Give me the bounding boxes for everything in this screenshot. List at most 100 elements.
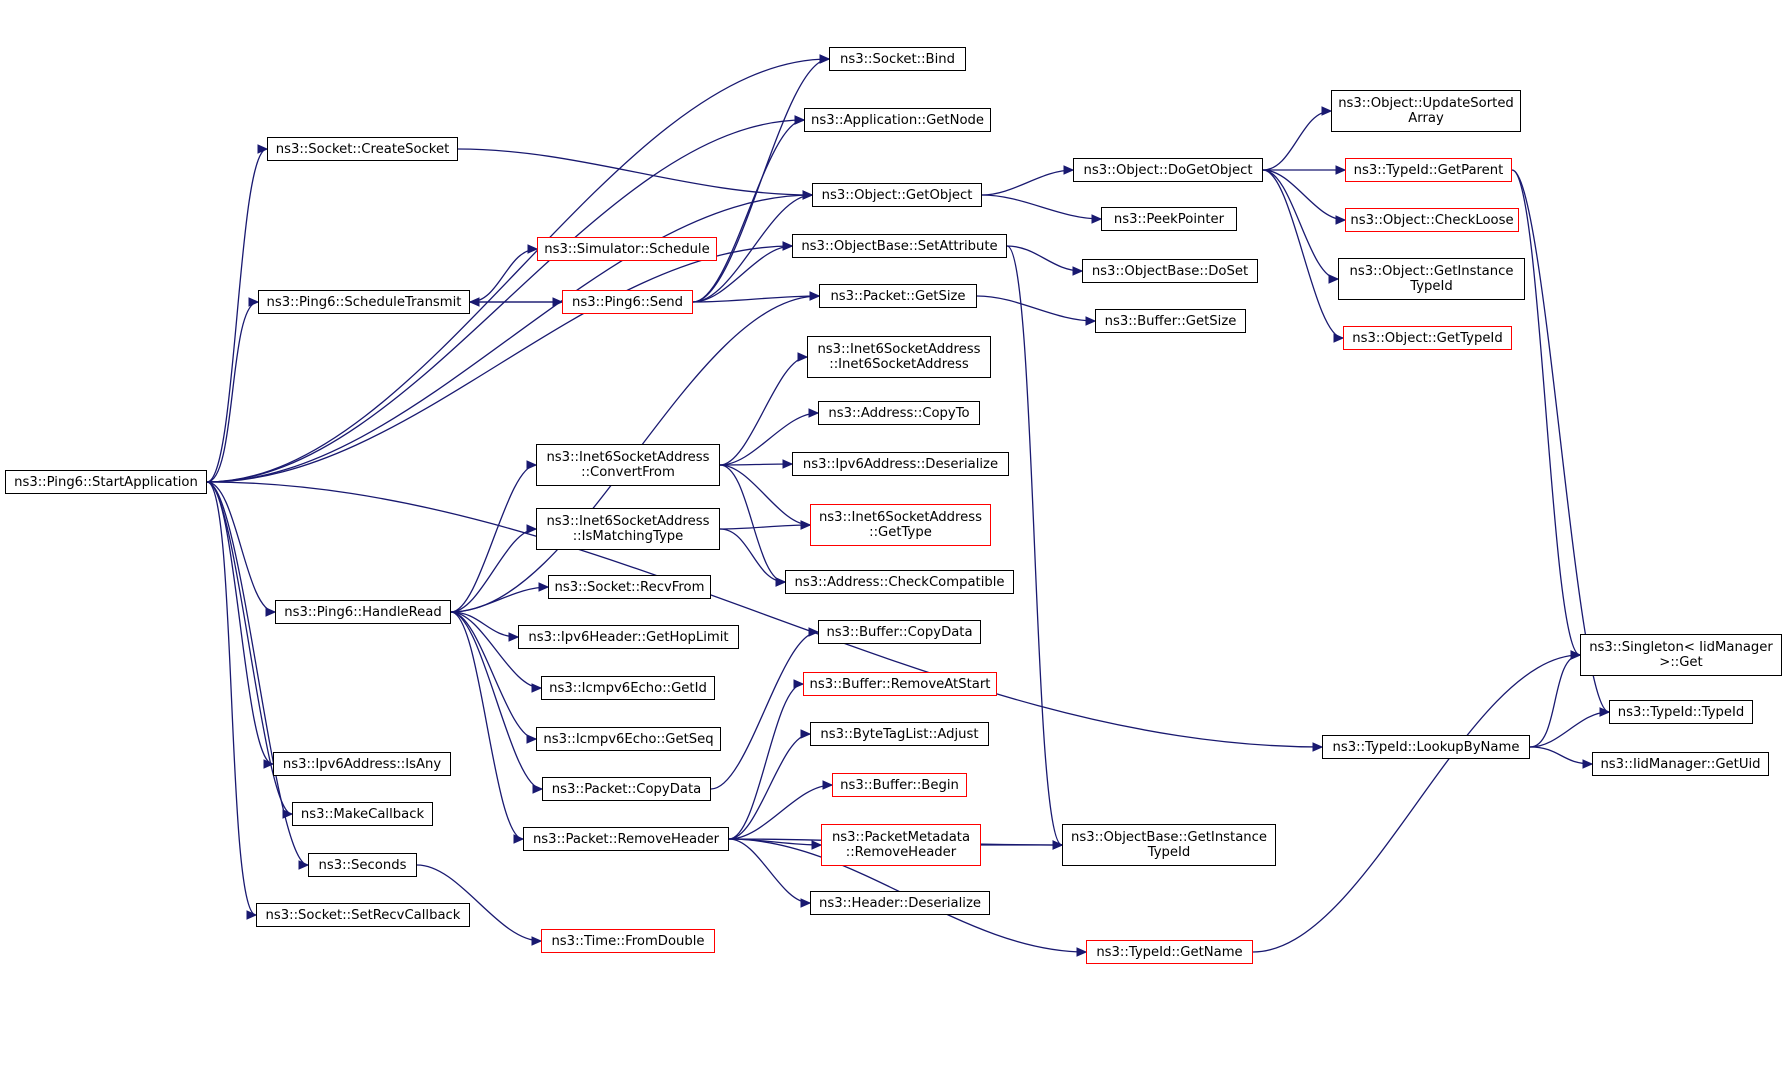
edge-getname-to-singleton <box>1252 654 1581 953</box>
node-inet6socketaddress-ismatchingtype[interactable]: ns3::Inet6SocketAddress ::IsMatchingType <box>536 508 720 550</box>
edge-convfrom-to-i6gettype <box>719 464 811 526</box>
node-ipv6header-gethoplimit[interactable]: ns3::Ipv6Header::GetHopLimit <box>518 625 739 649</box>
arrowhead-schedtx-to-sched <box>527 244 539 254</box>
node-icmpv6echo-getid[interactable]: ns3::Icmpv6Echo::GetId <box>541 676 715 700</box>
node-object-dogetobject[interactable]: ns3::Object::DoGetObject <box>1073 158 1263 182</box>
arrowhead-start-to-isany <box>263 759 275 769</box>
node-address-copyto[interactable]: ns3::Address::CopyTo <box>818 401 980 425</box>
arrowhead-start-to-handleread <box>265 607 277 617</box>
node-packet-removeheader[interactable]: ns3::Packet::RemoveHeader <box>523 827 729 851</box>
edge-start-to-isany <box>206 481 274 765</box>
edge-pktremove-to-removeatstart <box>728 683 804 840</box>
edge-send-to-setattr <box>692 245 793 303</box>
arrowhead-dogetobj-to-getparent <box>1335 165 1347 175</box>
node-time-fromdouble[interactable]: ns3::Time::FromDouble <box>541 929 715 953</box>
arrowhead-start-to-setrecvcb <box>246 910 258 920</box>
node-packet-getsize[interactable]: ns3::Packet::GetSize <box>819 284 977 308</box>
arrowhead-handleread-to-ismatch <box>526 524 538 534</box>
node-packet-copydata[interactable]: ns3::Packet::CopyData <box>542 777 711 801</box>
node-typeid-getparent[interactable]: ns3::TypeId::GetParent <box>1345 158 1512 182</box>
edge-lookup-to-tidctor <box>1529 711 1610 748</box>
node-typeid-getname[interactable]: ns3::TypeId::GetName <box>1086 940 1253 964</box>
arrowhead-start-to-createsock <box>257 144 269 154</box>
arrowhead-dogetobj-to-checkloose <box>1335 215 1347 225</box>
node-typeid-typeid[interactable]: ns3::TypeId::TypeId <box>1609 700 1753 724</box>
node-object-gettypeid[interactable]: ns3::Object::GetTypeId <box>1343 326 1512 350</box>
edge-send-to-pktsize <box>692 295 820 303</box>
node-objectbase-getinstancetypeid[interactable]: ns3::ObjectBase::GetInstance TypeId <box>1062 824 1276 866</box>
node-peekpointer[interactable]: ns3::PeekPointer <box>1101 207 1237 231</box>
arrowhead-pmremove-to-obinsttid <box>1052 840 1064 850</box>
node-socket-bind[interactable]: ns3::Socket::Bind <box>829 47 966 71</box>
node-ipv6address-deserialize[interactable]: ns3::Ipv6Address::Deserialize <box>792 452 1009 476</box>
arrowhead-dogetobj-to-updsorted <box>1321 106 1333 116</box>
edge-dogetobj-to-objgettid <box>1262 169 1344 339</box>
arrowhead-seconds-to-fromdouble <box>531 936 543 946</box>
arrowhead-ismatch-to-checkcompat <box>775 577 787 587</box>
node-socket-recvfrom[interactable]: ns3::Socket::RecvFrom <box>548 575 711 599</box>
arrowhead-send-to-appnode <box>794 115 806 125</box>
node-inet6socketaddress-ctor[interactable]: ns3::Inet6SocketAddress ::Inet6SocketAdd… <box>807 336 991 378</box>
node-application-getnode[interactable]: ns3::Application::GetNode <box>804 108 991 132</box>
arrowhead-pktremove-to-pmremove <box>811 840 823 850</box>
edge-convfrom-to-ipv6deser <box>719 463 793 466</box>
node-ipv6address-isany[interactable]: ns3::Ipv6Address::IsAny <box>273 752 451 776</box>
edge-setattr-to-obinsttid <box>1006 245 1063 846</box>
node-socket-createsocket[interactable]: ns3::Socket::CreateSocket <box>267 137 458 161</box>
node-objectbase-setattribute[interactable]: ns3::ObjectBase::SetAttribute <box>792 234 1007 258</box>
arrowhead-handleread-to-convfrom <box>526 460 538 470</box>
edge-start-to-createsock <box>206 148 268 483</box>
edge-getobj-to-dogetobj <box>981 169 1074 196</box>
node-simulator-schedule[interactable]: ns3::Simulator::Schedule <box>537 237 717 261</box>
edge-handleread-to-recvfrom <box>450 586 549 613</box>
edge-pktsize-to-bufsize <box>976 295 1096 322</box>
node-object-checkloose[interactable]: ns3::Object::CheckLoose <box>1345 208 1519 232</box>
edge-dogetobj-to-objinsttid <box>1262 169 1339 280</box>
edge-convfrom-to-checkcompat <box>719 464 786 583</box>
arrowhead-convfrom-to-copyto <box>808 408 820 418</box>
arrowhead-send-to-getobj <box>802 190 814 200</box>
node-seconds[interactable]: ns3::Seconds <box>308 853 417 877</box>
node-typeid-lookupbyname[interactable]: ns3::TypeId::LookupByName <box>1322 735 1530 759</box>
edge-handleread-to-ismatch <box>450 528 537 613</box>
arrowhead-convfrom-to-i6ctor <box>797 352 809 362</box>
node-iidmanager-getuid[interactable]: ns3::IidManager::GetUid <box>1592 752 1769 776</box>
edge-pktremove-to-hdrdeser <box>728 838 811 904</box>
edge-setattr-to-doset <box>1006 245 1083 272</box>
arrowhead-start-to-seconds <box>298 860 310 870</box>
node-ping6-scheduletransmit[interactable]: ns3::Ping6::ScheduleTransmit <box>258 290 470 314</box>
node-address-checkcompatible[interactable]: ns3::Address::CheckCompatible <box>785 570 1014 594</box>
node-ping6-handleread[interactable]: ns3::Ping6::HandleRead <box>275 600 451 624</box>
arrowhead-dogetobj-to-objgettid <box>1333 333 1345 343</box>
arrowhead-handleread-to-echoseq <box>526 734 538 744</box>
arrowhead-start-to-lookup <box>1312 742 1324 752</box>
node-object-getobject[interactable]: ns3::Object::GetObject <box>812 183 982 207</box>
node-packetmetadata-removeheader[interactable]: ns3::PacketMetadata ::RemoveHeader <box>821 824 981 866</box>
node-inet6socketaddress-gettype[interactable]: ns3::Inet6SocketAddress ::GetType <box>810 504 991 546</box>
node-buffer-begin[interactable]: ns3::Buffer::Begin <box>832 773 967 797</box>
node-inet6socketaddress-convertfrom[interactable]: ns3::Inet6SocketAddress ::ConvertFrom <box>536 444 720 486</box>
node-socket-setrecvcallback[interactable]: ns3::Socket::SetRecvCallback <box>256 903 470 927</box>
arrowhead-ismatch-to-i6gettype <box>800 520 812 530</box>
node-makecallback[interactable]: ns3::MakeCallback <box>292 802 433 826</box>
edge-send-to-appnode <box>692 119 805 303</box>
edge-handleread-to-pktremove <box>450 611 524 840</box>
node-buffer-removeatstart[interactable]: ns3::Buffer::RemoveAtStart <box>803 672 997 696</box>
node-buffer-getsize[interactable]: ns3::Buffer::GetSize <box>1095 309 1246 333</box>
edge-seconds-to-fromdouble <box>416 864 542 942</box>
arrowhead-send-to-setattr <box>782 241 794 251</box>
node-header-deserialize[interactable]: ns3::Header::Deserialize <box>810 891 990 915</box>
node-start[interactable]: ns3::Ping6::StartApplication <box>5 470 207 494</box>
node-ping6-send[interactable]: ns3::Ping6::Send <box>562 290 693 314</box>
node-icmpv6echo-getseq[interactable]: ns3::Icmpv6Echo::GetSeq <box>536 727 721 751</box>
node-bytetaglist-adjust[interactable]: ns3::ByteTagList::Adjust <box>810 722 989 746</box>
edge-ismatch-to-checkcompat <box>719 528 786 583</box>
node-objectbase-doset[interactable]: ns3::ObjectBase::DoSet <box>1082 259 1258 283</box>
node-singleton-iidmanager-get[interactable]: ns3::Singleton< IidManager >::Get <box>1580 634 1782 676</box>
node-object-getinstancetypeid[interactable]: ns3::Object::GetInstance TypeId <box>1338 258 1525 300</box>
edge-start-to-appnode <box>206 119 805 483</box>
edge-ismatch-to-i6gettype <box>719 524 811 530</box>
node-object-updatesortedarray[interactable]: ns3::Object::UpdateSorted Array <box>1331 90 1521 132</box>
node-buffer-copydata[interactable]: ns3::Buffer::CopyData <box>818 620 981 644</box>
edge-start-to-schedtx <box>206 301 259 483</box>
